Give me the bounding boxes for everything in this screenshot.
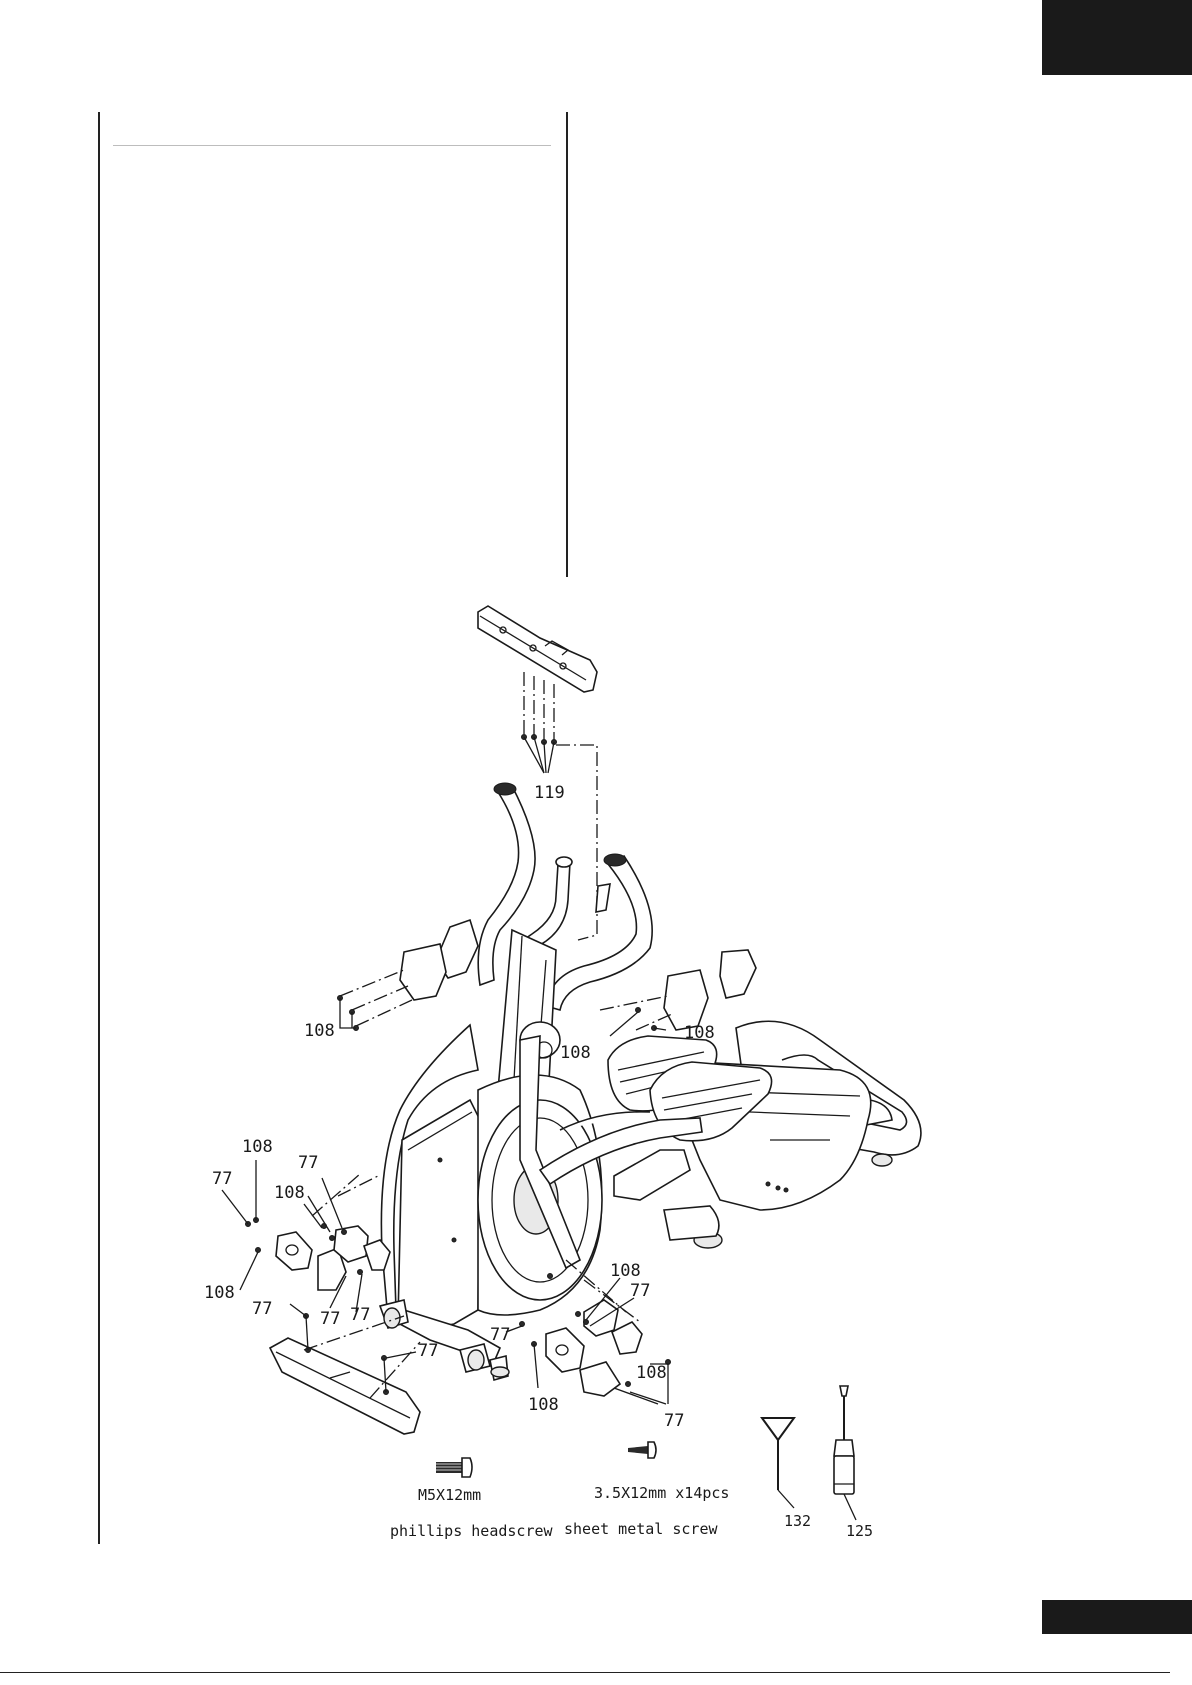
screw1-size: M5X12mm (418, 1486, 481, 1504)
screw1-name: phillips headscrew (390, 1522, 554, 1540)
label-108-upper-left: 108 (304, 1021, 335, 1041)
label-77-g: 77 (630, 1281, 650, 1301)
label-77-h: 77 (490, 1325, 510, 1345)
label-77-i: 77 (664, 1411, 684, 1431)
screw2-size: 3.5X12mm x14pcs (594, 1484, 729, 1502)
label-132: 132 (784, 1512, 811, 1530)
label-108-f: 108 (528, 1395, 559, 1415)
screwdriver-icon (834, 1386, 856, 1520)
label-77-d: 77 (320, 1309, 340, 1329)
label-77-b: 77 (298, 1153, 318, 1173)
label-108-e: 108 (636, 1363, 667, 1383)
label-77-c: 77 (252, 1299, 272, 1319)
stabilizer-end-cap (270, 1316, 420, 1434)
label-108-d: 108 (610, 1261, 641, 1281)
screw2-name: sheet metal screw (564, 1520, 718, 1538)
label-77-a: 77 (212, 1169, 232, 1189)
label-108-a: 108 (242, 1137, 273, 1157)
label-119: 119 (534, 783, 565, 803)
hex-key-icon (762, 1418, 794, 1508)
pivot-covers-left (338, 920, 479, 1031)
label-108-center: 108 (560, 1043, 591, 1063)
label-77-f: 77 (418, 1341, 438, 1361)
label-125: 125 (846, 1522, 873, 1540)
screw-m5-icon (436, 1458, 472, 1477)
label-108-b: 108 (274, 1183, 305, 1203)
console-cover (478, 606, 597, 692)
label-77-e: 77 (350, 1305, 370, 1325)
main-body (381, 1025, 602, 1330)
label-108-c: 108 (204, 1283, 235, 1303)
sheet-metal-screw-icon (628, 1442, 656, 1458)
